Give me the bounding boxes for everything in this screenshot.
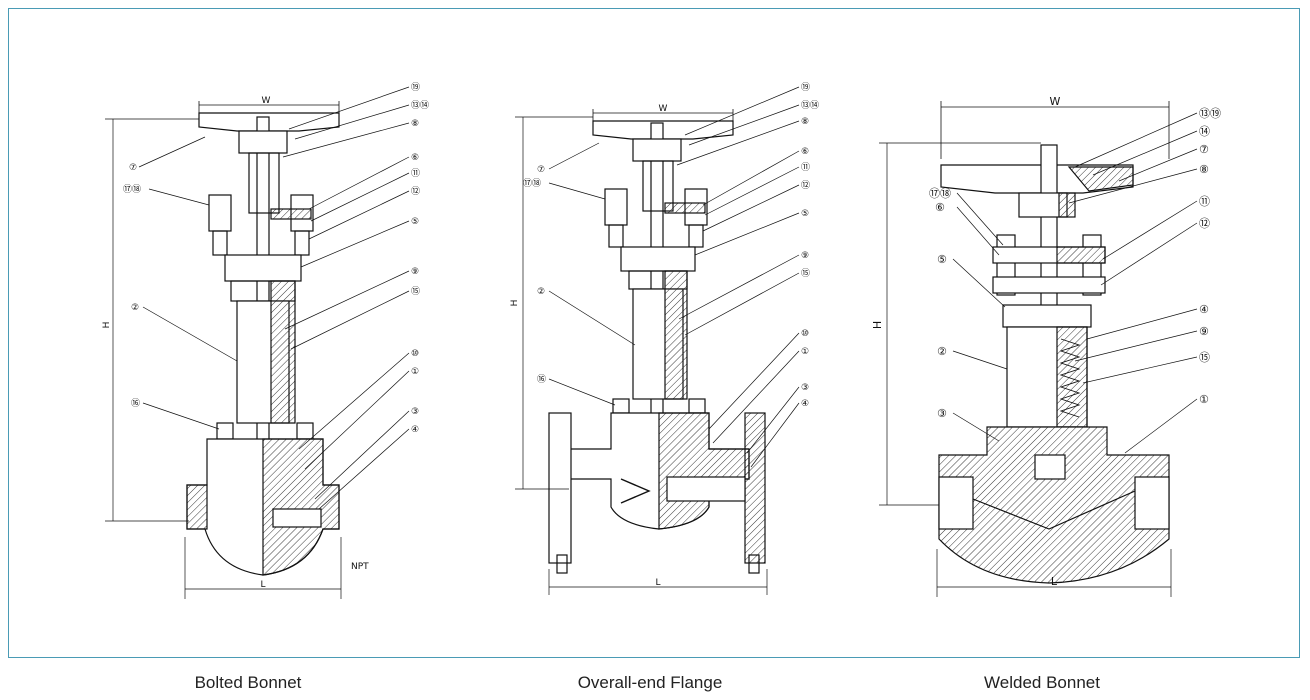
width-label: W	[262, 96, 271, 106]
height-label: H	[871, 321, 884, 329]
callout: ⑮	[411, 286, 420, 297]
callout: ⑦	[129, 163, 137, 173]
callout: ③	[801, 383, 809, 393]
callout: ⑫	[411, 186, 420, 197]
callout: ⑰⑱	[123, 184, 141, 195]
overall-end-flange-labels: W H L ⑲ ⑬⑭ ⑧ ⑦ ⑥ ⑪ ⑫ ⑰⑱ ⑤ ⑨ ⑮ ② ⑩ ① ⑯ ③ …	[510, 82, 819, 588]
callout: ⑬⑭	[411, 100, 429, 111]
callout: ②	[131, 303, 139, 313]
welded-bonnet-drawing	[879, 101, 1198, 597]
npt-label: NPT	[351, 562, 369, 572]
width-label: W	[1050, 95, 1061, 108]
length-label: L	[1051, 575, 1058, 588]
callout: ⑩	[411, 349, 419, 359]
callout: ③	[411, 407, 419, 417]
overall-end-flange-drawing	[515, 86, 800, 595]
callout: ⑰⑱	[929, 187, 951, 200]
callout: ⑧	[801, 117, 809, 127]
callout: ⑯	[537, 374, 546, 385]
callout: ⑲	[801, 82, 810, 93]
callout: ⑧	[1199, 163, 1209, 176]
callout: ⑩	[801, 329, 809, 339]
callout: ⑥	[411, 153, 419, 163]
width-label: W	[659, 104, 668, 114]
caption-bolted-bonnet: Bolted Bonnet	[194, 673, 302, 692]
callout: ⑧	[411, 119, 419, 129]
callout: ⑤	[411, 217, 419, 227]
bolted-bonnet-drawing	[105, 86, 410, 599]
callout: ⑦	[537, 165, 545, 175]
caption-welded-bonnet: Welded Bonnet	[984, 673, 1100, 692]
valve-drawings: W H L NPT ⑲ ⑬⑭ ⑧ ⑦ ⑥ ⑪ ⑫ ⑰⑱ ⑤ ⑨ ⑮ ② ⑩ ① …	[102, 82, 1221, 599]
callout: ④	[801, 399, 809, 409]
length-label: L	[655, 578, 660, 588]
length-label: L	[260, 580, 265, 590]
callout: ⑬⑲	[1199, 107, 1221, 120]
callout: ⑫	[801, 180, 810, 191]
welded-bonnet-labels: W H L ⑬⑲ ⑭ ⑦ ⑧ ⑰⑱ ⑥ ⑪ ⑫ ⑤ ④ ⑨ ② ⑮ ③ ①	[871, 95, 1221, 588]
callout: ④	[1199, 303, 1209, 316]
callout: ⑫	[1199, 217, 1210, 230]
callout: ⑨	[801, 251, 809, 261]
bolted-bonnet-labels: W H L NPT ⑲ ⑬⑭ ⑧ ⑦ ⑥ ⑪ ⑫ ⑰⑱ ⑤ ⑨ ⑮ ② ⑩ ① …	[102, 82, 429, 590]
callout: ⑪	[801, 162, 810, 173]
height-label: H	[102, 322, 112, 329]
callout: ⑬⑭	[801, 100, 819, 111]
height-label: H	[510, 300, 520, 307]
callout: ⑨	[1199, 325, 1209, 338]
callout: ⑭	[1199, 125, 1210, 138]
callout: ⑥	[801, 147, 809, 157]
callout: ⑰⑱	[523, 178, 541, 189]
callout: ④	[411, 425, 419, 435]
callout: ⑪	[411, 168, 420, 179]
caption-overall-end-flange: Overall-end Flange	[577, 673, 723, 692]
callout: ⑨	[411, 267, 419, 277]
callout: ⑦	[1199, 143, 1209, 156]
callout: ⑪	[1199, 195, 1210, 208]
callout: ⑮	[1199, 351, 1210, 364]
callout: ⑤	[801, 209, 809, 219]
callout: ②	[537, 287, 545, 297]
diagram-frame: W H L NPT ⑲ ⑬⑭ ⑧ ⑦ ⑥ ⑪ ⑫ ⑰⑱ ⑤ ⑨ ⑮ ② ⑩ ① …	[8, 8, 1300, 658]
callout: ⑤	[937, 253, 947, 266]
callout: ⑯	[131, 398, 140, 409]
callout: ②	[937, 345, 947, 358]
callout: ③	[937, 407, 947, 420]
callout: ⑥	[935, 201, 945, 214]
callout: ⑮	[801, 268, 810, 279]
callout: ⑲	[411, 82, 420, 93]
callout: ①	[1199, 393, 1209, 406]
callout: ①	[411, 367, 419, 377]
callout: ①	[801, 347, 809, 357]
